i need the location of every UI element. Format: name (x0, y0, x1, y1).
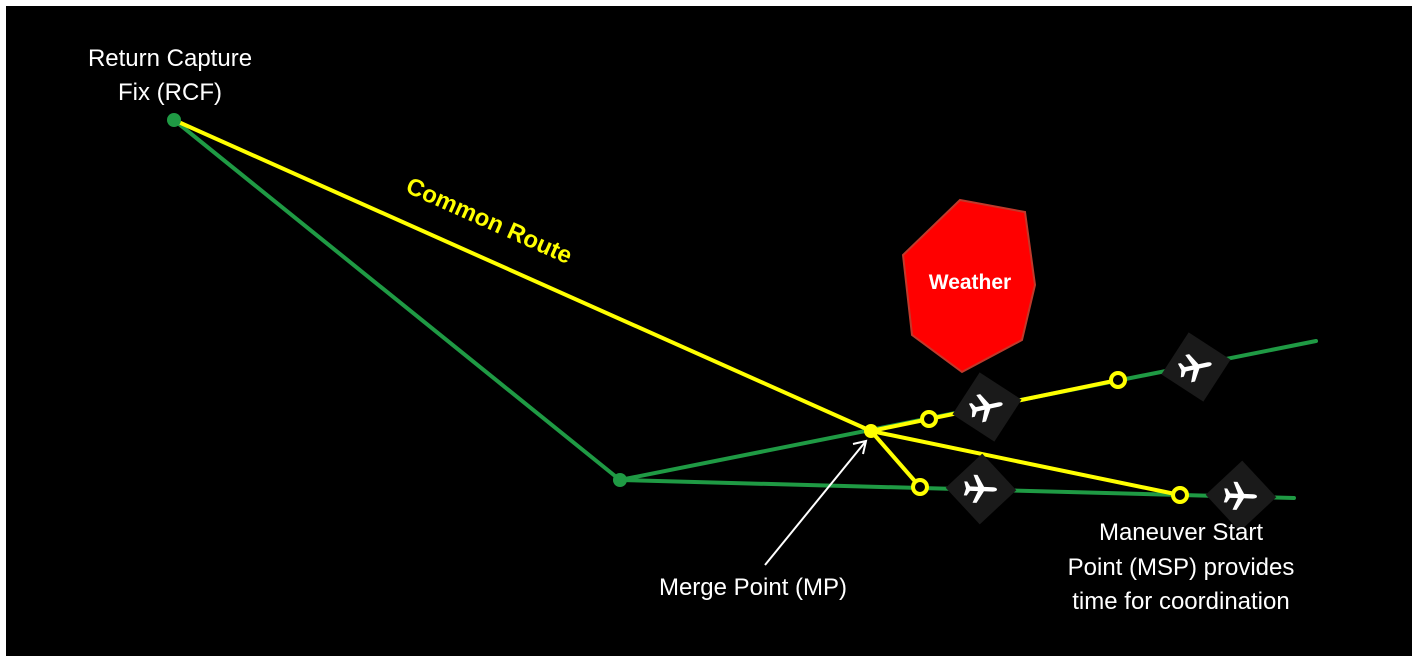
merge-point-pointer (764, 439, 868, 566)
background-panel (6, 6, 1412, 656)
weather-cell (901, 198, 1037, 374)
rcf-label-line1: Return Capture (88, 45, 252, 72)
green-route-rcf-to-junction (172, 118, 622, 482)
aircraft-lower-near (945, 453, 1017, 525)
rcf-label-line2: Fix (RCF) (118, 79, 222, 106)
waypoint-marker-upper-near (920, 410, 938, 428)
merge-point-label: Merge Point (MP) (659, 574, 847, 601)
waypoint-marker-lower-near (911, 478, 929, 496)
junction-fix-dot (613, 473, 627, 487)
merge-point-dot (864, 424, 878, 438)
rcf-fix-dot (167, 113, 181, 127)
msp-label-line2: Point (MSP) provides (1068, 554, 1295, 581)
waypoint-markers (911, 371, 1189, 504)
common-route-line (172, 118, 873, 433)
weather-label: Weather (929, 271, 1011, 294)
aircraft-upper-far (1161, 332, 1231, 402)
aircraft-upper-near (952, 372, 1022, 442)
aircraft-lower-far (1205, 460, 1277, 532)
msp-label-line1: Maneuver Start (1099, 519, 1263, 546)
waypoint-marker-lower-far (1171, 486, 1189, 504)
waypoint-marker-upper-far (1109, 371, 1127, 389)
yellow-route-mp-to-lower-msp (869, 429, 1182, 497)
yellow-routes (172, 118, 1182, 497)
yellow-route-mp-to-near-msp (869, 429, 922, 489)
msp-label-line3: time for coordination (1072, 588, 1289, 615)
